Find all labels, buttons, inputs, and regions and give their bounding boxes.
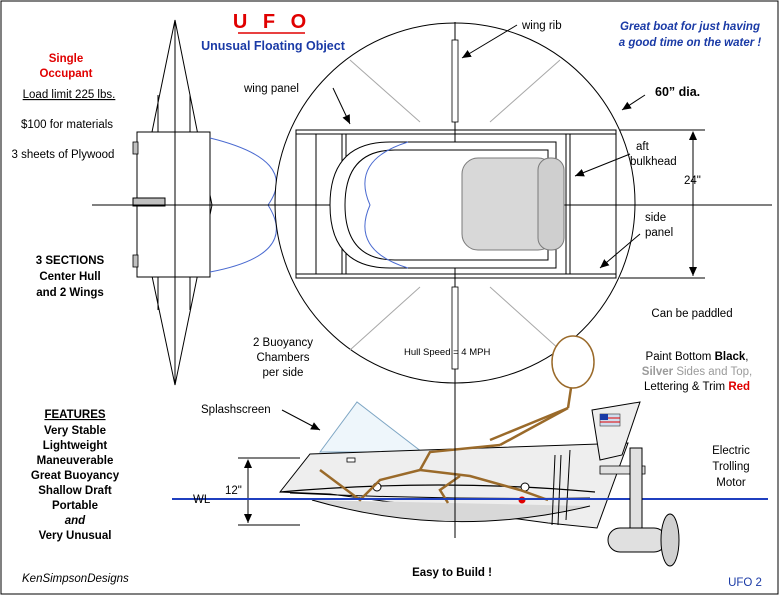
sections-1: 3 SECTIONS bbox=[36, 255, 105, 267]
paint-line1-color: Black bbox=[715, 351, 746, 363]
wing-rib-top bbox=[451, 39, 459, 123]
label-diameter: 60” dia. bbox=[655, 85, 700, 99]
paint-line3: Lettering & Trim Red bbox=[644, 381, 750, 393]
spec-materials: $100 for materials bbox=[21, 119, 113, 131]
front-view bbox=[132, 19, 277, 386]
occupant-figure bbox=[319, 335, 595, 504]
feature-item: Lightweight bbox=[43, 440, 108, 452]
spec-plywood: 3 sheets of Plywood bbox=[12, 149, 115, 161]
paint-line2-suffix: Sides and Top, bbox=[673, 366, 752, 378]
trolling-motor bbox=[599, 447, 680, 567]
seat-back bbox=[537, 157, 565, 251]
label-motor-3: Motor bbox=[716, 477, 746, 489]
sections-3: and 2 Wings bbox=[36, 287, 104, 299]
label-side-panel-1: side bbox=[645, 212, 666, 224]
spec-occupant-1: Single bbox=[49, 53, 84, 65]
paint-line3-prefix: Lettering & Trim bbox=[644, 381, 728, 393]
label-buoyancy-3: per side bbox=[263, 367, 304, 379]
easy-to-build: Easy to Build ! bbox=[412, 567, 492, 579]
drawing-code: UFO 2 bbox=[728, 577, 762, 589]
designer-credit: KenSimpsonDesigns bbox=[22, 573, 129, 585]
label-aft-bulkhead-2: bulkhead bbox=[630, 156, 677, 168]
top-view bbox=[92, 22, 772, 384]
feature-item: Portable bbox=[52, 500, 98, 512]
label-buoyancy-1: 2 Buoyancy bbox=[253, 337, 313, 349]
label-depth: 12" bbox=[225, 485, 242, 497]
paint-line1-prefix: Paint Bottom bbox=[646, 351, 715, 363]
spec-load-limit: Load limit 225 lbs. bbox=[23, 89, 116, 101]
spec-occupant-2: Occupant bbox=[39, 68, 92, 80]
title: U F O bbox=[233, 11, 311, 33]
side-view bbox=[172, 335, 768, 567]
feature-item: Shallow Draft bbox=[38, 485, 112, 497]
label-motor-1: Electric bbox=[712, 445, 750, 457]
paint-line2: Silver Sides and Top, bbox=[642, 366, 752, 378]
hull-bottom bbox=[311, 499, 591, 523]
label-waterline: WL bbox=[193, 494, 211, 506]
label-motor-2: Trolling bbox=[712, 461, 749, 473]
label-aft-bulkhead-1: aft bbox=[636, 141, 650, 153]
label-wing-rib: wing rib bbox=[521, 20, 562, 32]
label-side-panel-2: panel bbox=[645, 227, 673, 239]
label-splashscreen: Splashscreen bbox=[201, 404, 271, 416]
label-buoyancy-2: Chambers bbox=[256, 352, 309, 364]
label-paddled: Can be paddled bbox=[651, 308, 732, 320]
hull-cleat bbox=[132, 197, 166, 207]
paint-line2-color: Silver bbox=[642, 366, 674, 378]
feature-item: Very Stable bbox=[44, 425, 106, 437]
feature-item: Maneuverable bbox=[37, 455, 114, 467]
wing-rib-bottom bbox=[451, 286, 459, 370]
subtitle: Unusual Floating Object bbox=[201, 39, 346, 53]
tagline-line1: Great boat for just having bbox=[620, 21, 760, 33]
buoyancy-chamber-outline bbox=[364, 141, 409, 269]
splashscreen bbox=[319, 401, 424, 453]
label-hull-speed: Hull Speed = 4 MPH bbox=[404, 347, 490, 358]
label-wing-panel: wing panel bbox=[243, 83, 299, 95]
tagline-line2: a good time on the water ! bbox=[619, 37, 762, 49]
feature-item: and bbox=[65, 515, 86, 527]
label-width: 24" bbox=[684, 175, 701, 187]
feature-item: Very Unusual bbox=[39, 530, 112, 542]
feature-item: Great Buoyancy bbox=[31, 470, 120, 482]
sections-2: Center Hull bbox=[39, 271, 100, 283]
paint-line1: Paint Bottom Black, bbox=[646, 351, 749, 363]
paint-line3-color: Red bbox=[728, 381, 750, 393]
features-heading: FEATURES bbox=[44, 409, 105, 421]
